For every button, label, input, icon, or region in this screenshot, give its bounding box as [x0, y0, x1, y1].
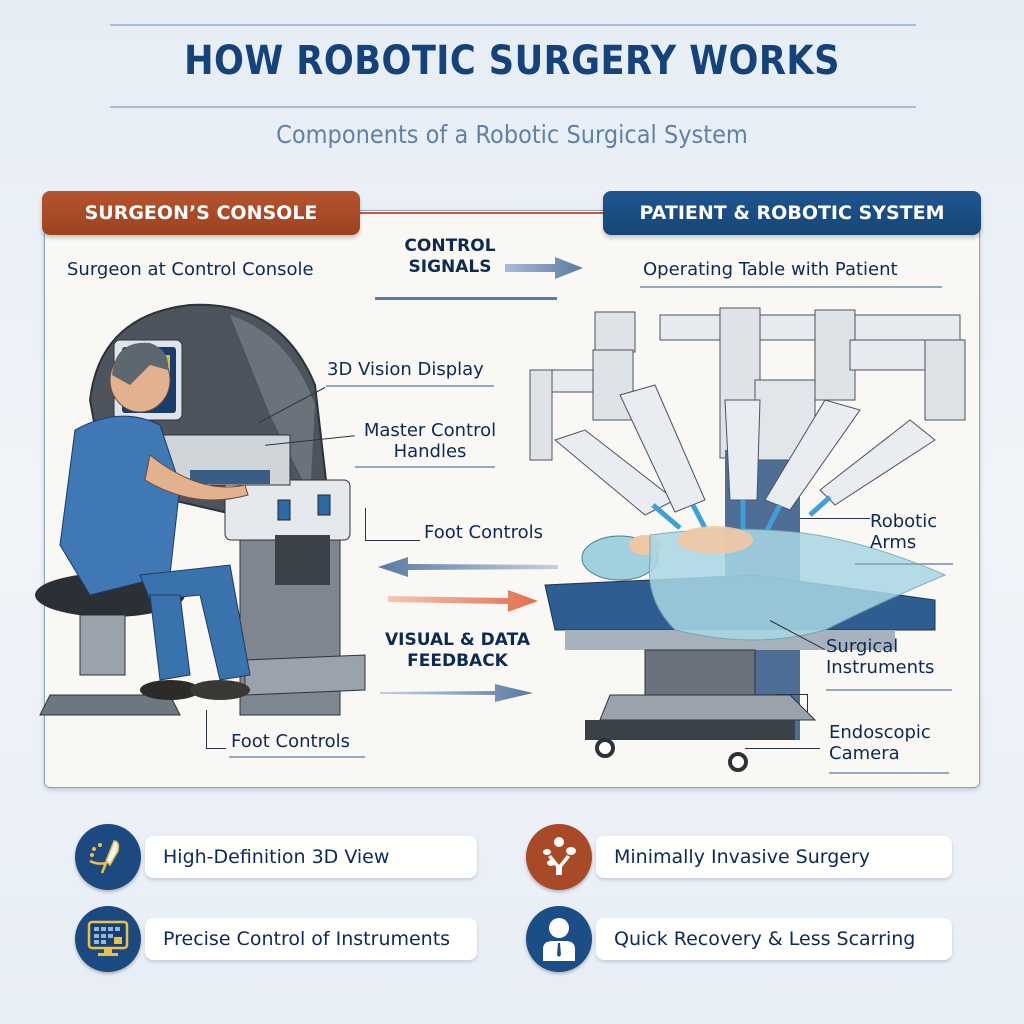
surgeon-caption: Surgeon at Control Console [67, 259, 314, 280]
feedback-left-arrow-icon [378, 557, 558, 577]
control-signals-label: CONTROL SIGNALS [395, 236, 505, 278]
robotic-arms-line1: Robotic [870, 511, 938, 532]
visual-feedback-arrow-icon [380, 684, 533, 702]
branching-tree-icon [526, 824, 592, 890]
master-control-line2: Handles [393, 441, 467, 462]
visual-feedback-label: VISUAL & DATA FEEDBACK [380, 630, 535, 672]
vision-display-underline [326, 385, 494, 387]
foot-controls-bottom-underline [229, 756, 365, 758]
patient-caption: Operating Table with Patient [643, 259, 898, 280]
control-signals-line1: CONTROL [404, 236, 496, 256]
feature-quick-recovery: Quick Recovery & Less Scarring [596, 918, 952, 960]
hd-3d-view-icon [75, 824, 141, 890]
panel-top-accent-line [360, 212, 610, 214]
page-subtitle: Components of a Robotic Surgical System [276, 120, 748, 149]
feature-hd-3d-view-label: High-Definition 3D View [163, 846, 390, 868]
master-control-underline [355, 466, 495, 468]
page-title: HOW ROBOTIC SURGERY WORKS [184, 38, 840, 84]
foot-controls-bottom-leader-vert [206, 710, 207, 748]
surgical-instruments-underline [826, 689, 952, 691]
surgical-instruments-line2: Instruments [826, 657, 935, 678]
surgeon-console-tab: SURGEON’S CONSOLE [42, 191, 360, 235]
foot-controls-bottom-leader-horiz [206, 748, 226, 749]
foot-controls-mid-leader-vert [365, 508, 366, 540]
control-signals-orange-arrow-icon [388, 590, 538, 612]
feature-precise-control-label: Precise Control of Instruments [163, 928, 451, 950]
foot-controls-mid-leader-line [365, 540, 420, 541]
endoscopic-camera-line1: Endoscopic [829, 722, 931, 743]
title-rule-bottom [110, 106, 916, 108]
endoscopic-camera-line2: Camera [829, 743, 900, 764]
endoscopic-camera-leader-vert [807, 694, 808, 712]
vision-display-label: 3D Vision Display [327, 359, 484, 380]
robotic-system-illustration [529, 307, 966, 772]
person-icon [526, 906, 592, 972]
patient-robotic-system-tab: PATIENT & ROBOTIC SYSTEM [603, 191, 981, 235]
foot-controls-mid-label: Foot Controls [424, 522, 543, 543]
robotic-arms-underline [855, 563, 953, 565]
patient-robotic-system-tab-label: PATIENT & ROBOTIC SYSTEM [639, 202, 945, 224]
monitor-grid-icon [75, 906, 141, 972]
robotic-arms-label: Robotic Arms [870, 511, 960, 553]
visual-feedback-line2: FEEDBACK [407, 651, 508, 671]
feature-hd-3d-view: High-Definition 3D View [145, 836, 477, 878]
surgical-instruments-line1: Surgical [826, 636, 899, 657]
endoscopic-camera-leader-line [745, 748, 820, 749]
endoscopic-camera-underline [829, 772, 949, 774]
robotic-arms-leader-line [800, 518, 870, 519]
title-rule-top [110, 24, 916, 26]
feature-minimally-invasive-label: Minimally Invasive Surgery [614, 846, 871, 868]
surgeon-console-tab-label: SURGEON’S CONSOLE [84, 202, 318, 224]
control-signals-arrow-icon [505, 257, 583, 279]
patient-caption-underline [640, 286, 942, 288]
feature-quick-recovery-label: Quick Recovery & Less Scarring [614, 928, 916, 950]
endoscopic-camera-label: Endoscopic Camera [829, 722, 959, 764]
foot-controls-bottom-label: Foot Controls [231, 731, 350, 752]
feature-minimally-invasive: Minimally Invasive Surgery [596, 836, 952, 878]
visual-feedback-line1: VISUAL & DATA [384, 630, 531, 650]
surgical-instruments-label: Surgical Instruments [826, 636, 956, 678]
master-control-line1: Master Control [363, 420, 497, 441]
feature-precise-control: Precise Control of Instruments [145, 918, 477, 960]
endoscopic-camera-leader-line-2 [775, 694, 807, 695]
control-signals-line2: SIGNALS [408, 257, 492, 277]
surgeon-console-illustration [35, 303, 366, 716]
control-signals-underline [375, 297, 557, 300]
robotic-arms-line2: Arms [870, 532, 917, 553]
master-control-handles-label: Master Control Handles [356, 420, 504, 462]
